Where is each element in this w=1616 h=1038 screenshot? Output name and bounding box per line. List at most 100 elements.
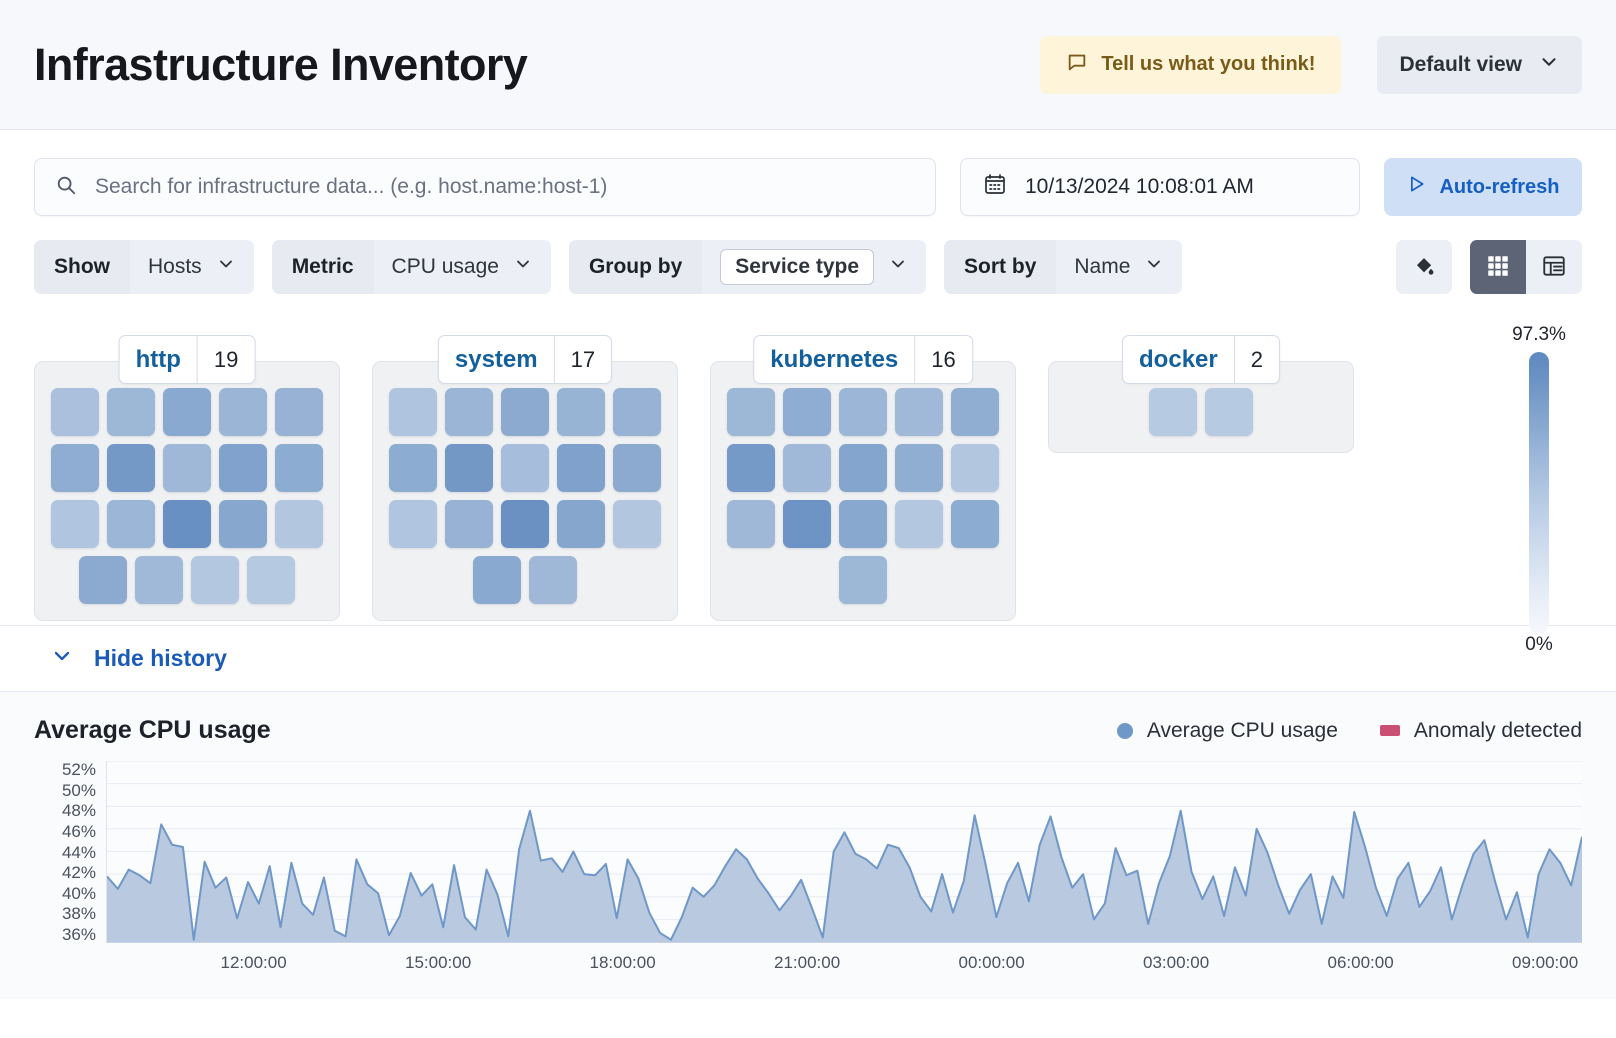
waffle-cell[interactable] [951,500,999,548]
chevron-down-icon [888,254,908,280]
filter-group-by-label: Group by [568,240,703,294]
waffle-cell[interactable] [163,500,211,548]
filter-metric-value[interactable]: CPU usage [373,240,551,294]
waffle-cell[interactable] [219,388,267,436]
group-badge[interactable]: kubernetes 16 [753,335,973,384]
x-axis-tick-label: 09:00:00 [1512,953,1579,972]
waffle-cell[interactable] [107,444,155,492]
auto-refresh-label: Auto-refresh [1439,175,1560,198]
filter-sort-by-value[interactable]: Name [1056,240,1183,294]
waffle-cell[interactable] [557,500,605,548]
waffle-cell[interactable] [107,500,155,548]
legend-label: Anomaly detected [1413,718,1582,742]
group-badge[interactable]: system 17 [437,335,613,384]
waffle-cell[interactable] [219,444,267,492]
filter-show-value-text: Hosts [148,255,202,278]
waffle-cell[interactable] [51,500,99,548]
group-list: http 19 system 17 kubernetes [34,316,1582,621]
history-toggle[interactable]: Hide history [0,626,1616,692]
group-count: 16 [914,336,971,383]
group-badge[interactable]: http 19 [118,335,256,384]
waffle-cell[interactable] [219,500,267,548]
waffle-cell[interactable] [557,444,605,492]
waffle-cell[interactable] [1149,388,1197,436]
waffle-cell[interactable] [895,500,943,548]
waffle-cell[interactable] [163,388,211,436]
waffle-cell[interactable] [839,388,887,436]
waffle-cell[interactable] [135,556,183,604]
waffle-cell[interactable] [727,500,775,548]
waffle-cell[interactable] [783,444,831,492]
waffle-cell[interactable] [501,500,549,548]
filter-metric: Metric CPU usage [271,240,551,294]
waffle-cell[interactable] [839,500,887,548]
waffle-cell[interactable] [557,388,605,436]
waffle-cell[interactable] [51,388,99,436]
waffle-cell[interactable] [727,444,775,492]
group-name[interactable]: kubernetes [770,345,899,373]
waffle-cell[interactable] [163,444,211,492]
waffle-cell[interactable] [247,556,295,604]
legend-item-anomaly-detected[interactable]: Anomaly detected [1379,718,1582,743]
filter-sort-by-value-text: Name [1074,255,1131,278]
feedback-button[interactable]: Tell us what you think! [1040,35,1342,94]
waffle-cell[interactable] [445,388,493,436]
waffle-cell[interactable] [275,500,323,548]
search-input[interactable] [93,174,915,200]
waffle-cell[interactable] [613,500,661,548]
waffle-cell[interactable] [501,388,549,436]
waffle-cell[interactable] [839,444,887,492]
waffle-cell[interactable] [613,444,661,492]
legend-max-label: 97.3% [1512,324,1566,345]
waffle-cell[interactable] [727,388,775,436]
default-view-button[interactable]: Default view [1377,35,1582,94]
group-count: 17 [553,336,611,383]
y-axis-tick-label: 40% [61,883,96,903]
waffle-cell[interactable] [51,444,99,492]
group-kubernetes: kubernetes 16 [710,335,1016,621]
group-name[interactable]: docker [1139,345,1218,373]
waffle-grid [51,388,323,604]
legend-dot-icon [1116,722,1133,739]
waffle-cell[interactable] [389,500,437,548]
waffle-cell[interactable] [445,444,493,492]
waffle-cell[interactable] [951,388,999,436]
grid-view-icon [1485,253,1511,282]
group-name[interactable]: http [135,345,181,373]
group-badge[interactable]: docker 2 [1122,335,1280,384]
grid-view-button[interactable] [1470,240,1526,294]
search-box[interactable] [34,158,936,216]
legend-item-average-cpu-usage[interactable]: Average CPU usage [1116,719,1338,743]
waffle-cell[interactable] [473,556,521,604]
waffle-cell[interactable] [1205,388,1253,436]
waffle-cell[interactable] [839,556,887,604]
waffle-cell[interactable] [275,388,323,436]
waffle-cell[interactable] [951,444,999,492]
chart-plot-area[interactable] [106,761,1582,943]
chart-svg [107,761,1582,942]
view-tools [1396,240,1582,294]
waffle-cell[interactable] [191,556,239,604]
datepicker[interactable]: 10/13/2024 10:08:01 AM [960,158,1360,216]
waffle-cell[interactable] [107,388,155,436]
waffle-cell[interactable] [501,444,549,492]
waffle-cell[interactable] [389,388,437,436]
auto-refresh-button[interactable]: Auto-refresh [1384,158,1582,216]
waffle-cell[interactable] [783,388,831,436]
group-name[interactable]: system [454,345,538,373]
waffle-cell[interactable] [613,388,661,436]
filter-show-value[interactable]: Hosts [130,240,254,294]
search-row: 10/13/2024 10:08:01 AM Auto-refresh [34,158,1582,216]
waffle-grid [1065,388,1337,436]
waffle-cell[interactable] [79,556,127,604]
waffle-cell[interactable] [895,444,943,492]
waffle-cell[interactable] [783,500,831,548]
waffle-cell[interactable] [895,388,943,436]
waffle-cell[interactable] [275,444,323,492]
filter-group-by-value[interactable]: Service type [702,240,927,294]
table-view-button[interactable] [1526,240,1582,294]
waffle-cell[interactable] [445,500,493,548]
waffle-cell[interactable] [389,444,437,492]
color-fill-icon-button[interactable] [1396,240,1452,294]
waffle-cell[interactable] [529,556,577,604]
